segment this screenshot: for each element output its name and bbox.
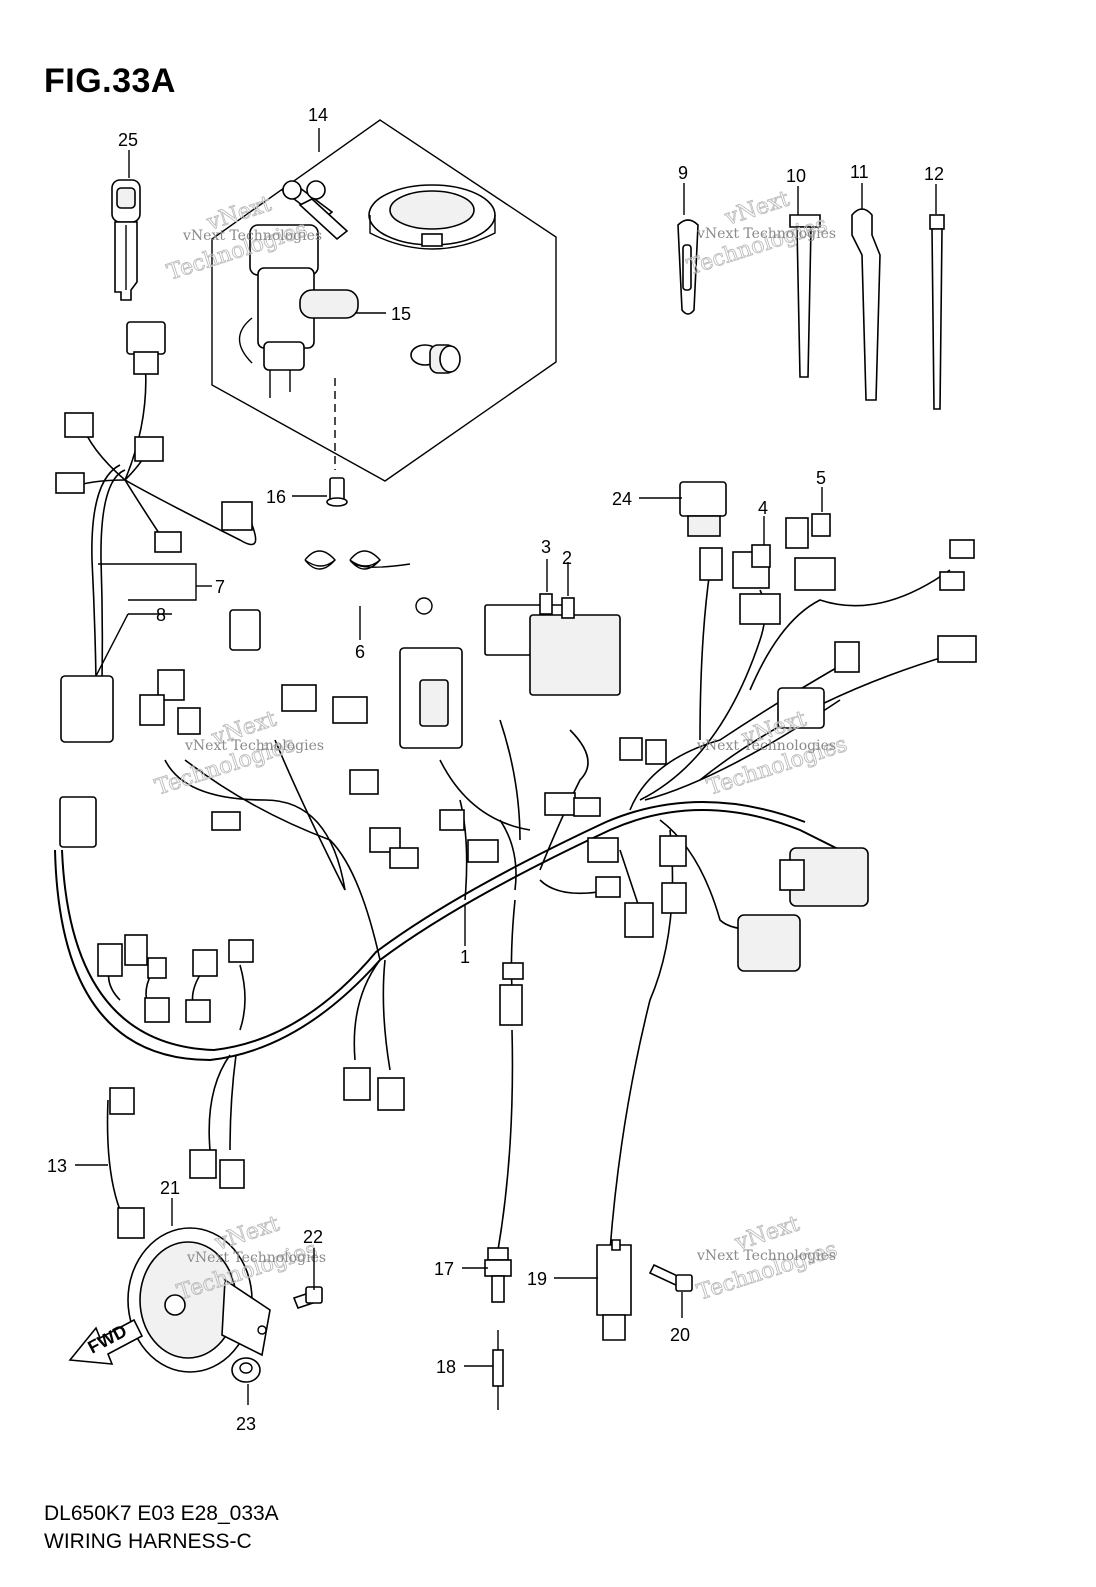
callout-23: 23: [236, 1414, 256, 1434]
callout-9: 9: [678, 163, 688, 183]
ignition-key: [111, 179, 141, 301]
model-code: DL650K7 E03 E28_033A: [44, 1502, 279, 1525]
callout-7: 7: [215, 577, 225, 597]
callout-3: 3: [541, 537, 551, 557]
ignition-switch-kit: [211, 119, 557, 482]
screw-16: [326, 477, 348, 507]
figure-title: FIG.33A: [44, 62, 176, 100]
callout-5: 5: [816, 468, 826, 488]
svg-text:vNext Technologies: vNext Technologies: [696, 738, 836, 754]
callout-12: 12: [924, 164, 944, 184]
svg-text:vNext Technologies: vNext Technologies: [696, 226, 836, 242]
callout-16: 16: [266, 487, 286, 507]
spring-6: [304, 550, 433, 615]
cable-ties: [677, 208, 945, 410]
leader-lines: [75, 128, 937, 1405]
section-name: WIRING HARNESS-C: [44, 1530, 252, 1553]
connectors: [55, 321, 977, 1239]
callout-4: 4: [758, 498, 768, 518]
horn-21: [127, 1227, 271, 1373]
callout-6: 6: [355, 642, 365, 662]
callout-14: 14: [308, 105, 328, 125]
callout-15: 15: [391, 304, 411, 324]
callout-21: 21: [160, 1178, 180, 1198]
svg-text:vNext Technologies: vNext Technologies: [182, 228, 322, 244]
callout-17: 17: [434, 1259, 454, 1279]
callout-18: 18: [436, 1357, 456, 1377]
callout-numbers: 1 2 3 4 5 6 7 8 9 10 11 12 13 14 15 16 1…: [47, 105, 944, 1434]
fasteners: [231, 1263, 693, 1383]
callout-24: 24: [612, 489, 632, 509]
main-wiring-harness: [54, 359, 951, 1251]
callout-13: 13: [47, 1156, 67, 1176]
callout-1: 1: [460, 947, 470, 967]
callout-11: 11: [850, 162, 869, 182]
callout-20: 20: [670, 1325, 690, 1345]
svg-text:vNext Technologies: vNext Technologies: [696, 1248, 836, 1264]
fwd-direction-arrow: FWD: [68, 1318, 144, 1365]
svg-text:vNext Technologies: vNext Technologies: [186, 1250, 326, 1266]
callout-2: 2: [562, 548, 572, 568]
callout-10: 10: [786, 166, 806, 186]
sensors: [484, 1239, 632, 1410]
svg-text:vNext Technologies: vNext Technologies: [184, 738, 324, 754]
callout-25: 25: [118, 130, 138, 150]
callout-22: 22: [303, 1227, 323, 1247]
callout-8: 8: [156, 605, 166, 625]
watermarks: vNext Technologies vNext Technologies vN…: [152, 186, 851, 1306]
callout-19: 19: [527, 1269, 547, 1289]
